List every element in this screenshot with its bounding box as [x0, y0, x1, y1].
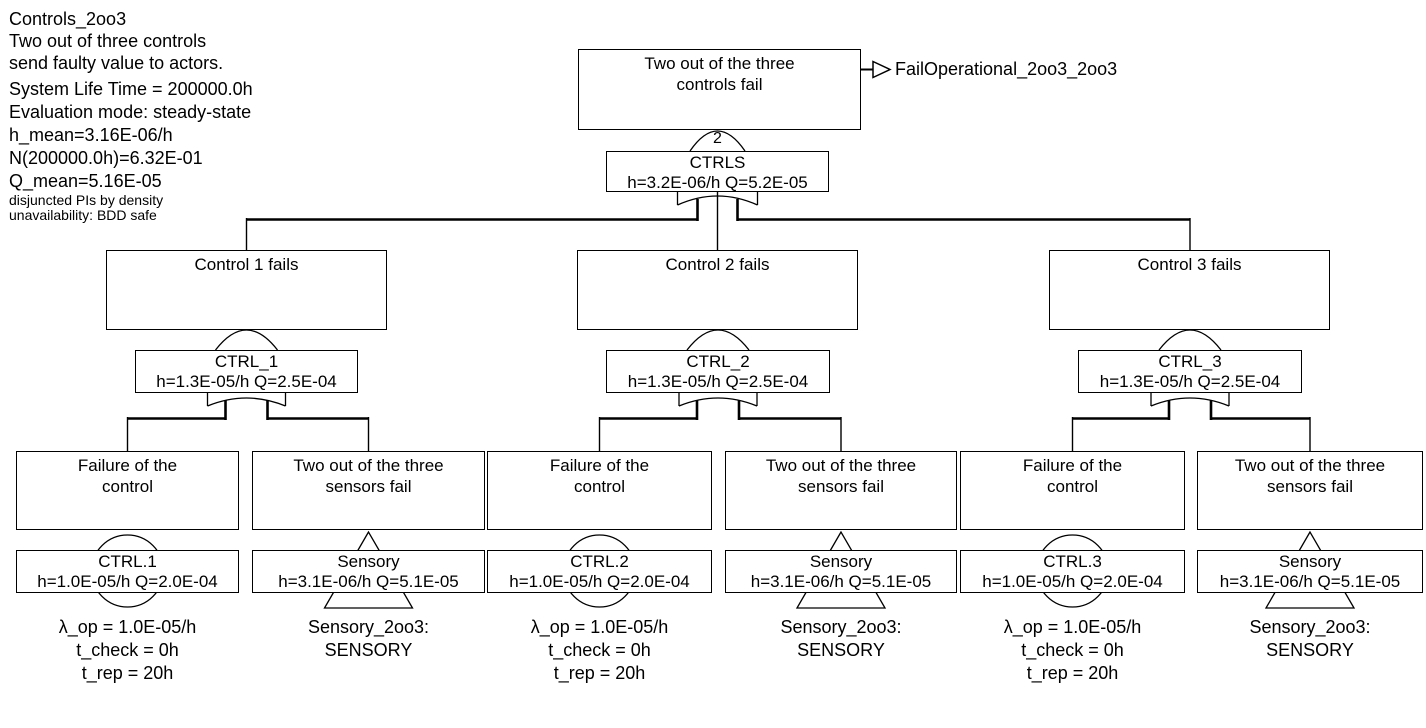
top-event-box[interactable]: Two out of the three controls fail [578, 49, 861, 130]
event-box-failure-of-control-2[interactable]: Failure of the control [487, 451, 712, 530]
or-gate-symbol-ctrl-2[interactable] [678, 329, 758, 420]
stat-line: Evaluation mode: steady-state [9, 102, 252, 122]
event-stats: h=3.1E-06/h Q=5.1E-05 [1219, 572, 1401, 591]
event-name: Sensory [809, 552, 873, 571]
voting-gate-k-value: 2 [713, 130, 722, 147]
basic-event-notes-ctrl-2: λ_op = 1.0E-05/h t_check = 0h t_rep = 20… [530, 617, 669, 683]
gate-label-box-ctrl-3[interactable]: CTRL_3 h=1.3E-05/h Q=2.5E-04 [1078, 350, 1302, 393]
transfer-label-sensory-2[interactable]: Sensory h=3.1E-06/h Q=5.1E-05 [725, 550, 957, 593]
or-gate-symbol-ctrl-1[interactable] [206, 329, 287, 420]
event-name: CTRL.2 [570, 552, 629, 571]
transfer-notes-sensory-1: Sensory_2oo3: SENSORY [307, 617, 430, 660]
branch-2-connector-lines [598, 417, 842, 451]
transfer-label-sensory-1[interactable]: Sensory h=3.1E-06/h Q=5.1E-05 [252, 550, 485, 593]
transfer-label-sensory-3[interactable]: Sensory h=3.1E-06/h Q=5.1E-05 [1197, 550, 1423, 593]
diagram-description-line: Two out of three controls [9, 31, 207, 51]
event-box-sensors-fail-1[interactable]: Two out of the three sensors fail [252, 451, 485, 530]
stat-line: h_mean=3.16E-06/h [9, 125, 173, 145]
gate-name: CTRL_2 [686, 352, 750, 371]
transfer-notes-sensory-3: Sensory_2oo3: SENSORY [1249, 617, 1371, 660]
or-gate-symbol-ctrl-3[interactable] [1150, 329, 1230, 420]
stat-line: Q_mean=5.16E-05 [9, 171, 162, 191]
event-box-sensors-fail-2[interactable]: Two out of the three sensors fail [725, 451, 957, 530]
stat-line: System Life Time = 200000.0h [9, 79, 253, 99]
basic-event-label-ctrl-1[interactable]: CTRL.1 h=1.0E-05/h Q=2.0E-04 [16, 550, 239, 593]
transfer-out-label: FailOperational_2oo3_2oo3 [895, 59, 1118, 79]
footnote-line: unavailability: BDD safe [9, 206, 157, 223]
stat-line: N(200000.0h)=6.32E-01 [9, 148, 203, 168]
event-box-control-2-fails[interactable]: Control 2 fails [577, 250, 858, 330]
root-connector-lines [245, 192, 1191, 250]
event-stats: h=3.1E-06/h Q=5.1E-05 [278, 572, 459, 591]
event-name: Sensory [337, 552, 400, 571]
gate-label-box-ctrl-1[interactable]: CTRL_1 h=1.3E-05/h Q=2.5E-04 [135, 350, 358, 393]
event-stats: h=1.0E-05/h Q=2.0E-04 [37, 572, 218, 591]
event-box-failure-of-control-3[interactable]: Failure of the control [960, 451, 1185, 530]
event-name: CTRL.3 [1043, 552, 1102, 571]
transfer-notes-sensory-2: Sensory_2oo3: SENSORY [780, 617, 902, 660]
gate-stats: h=1.3E-05/h Q=2.5E-04 [156, 372, 337, 391]
footnote-line: disjuncted PIs by density [9, 192, 164, 208]
event-box-control-3-fails[interactable]: Control 3 fails [1049, 250, 1330, 330]
event-name: Sensory [1278, 552, 1342, 571]
event-box-failure-of-control-1[interactable]: Failure of the control [16, 451, 239, 530]
basic-event-label-ctrl-2[interactable]: CTRL.2 h=1.0E-05/h Q=2.0E-04 [487, 550, 712, 593]
gate-label-box-ctrl-2[interactable]: CTRL_2 h=1.3E-05/h Q=2.5E-04 [606, 350, 830, 393]
gate-stats: h=3.2E-06/h Q=5.2E-05 [627, 173, 808, 192]
event-stats: h=1.0E-05/h Q=2.0E-04 [509, 572, 690, 591]
gate-name: CTRL_1 [214, 352, 279, 371]
gate-stats: h=1.3E-05/h Q=2.5E-04 [1099, 372, 1281, 391]
basic-event-notes-ctrl-1: λ_op = 1.0E-05/h t_check = 0h t_rep = 20… [58, 617, 197, 683]
basic-event-notes-ctrl-3: λ_op = 1.0E-05/h t_check = 0h t_rep = 20… [1003, 617, 1142, 683]
event-box-control-1-fails[interactable]: Control 1 fails [106, 250, 387, 330]
diagram-title: Controls_2oo3 [9, 9, 127, 29]
gate-name: CTRLS [689, 153, 746, 172]
gate-label-box-ctrls[interactable]: CTRLS h=3.2E-06/h Q=5.2E-05 [606, 151, 829, 192]
event-stats: h=1.0E-05/h Q=2.0E-04 [982, 572, 1163, 591]
diagram-description-line: send faulty value to actors. [9, 53, 224, 73]
event-name: CTRL.1 [98, 552, 157, 571]
branch-1-connector-lines [126, 417, 370, 451]
branch-3-connector-lines [1071, 417, 1311, 451]
gate-name: CTRL_3 [1158, 352, 1222, 371]
gate-stats: h=1.3E-05/h Q=2.5E-04 [627, 372, 809, 391]
transfer-out-triangle-icon[interactable] [872, 60, 892, 79]
event-stats: h=3.1E-06/h Q=5.1E-05 [750, 572, 932, 591]
diagram-header: Controls_2oo3 Two out of three controls … [9, 8, 253, 222]
event-box-sensors-fail-3[interactable]: Two out of the three sensors fail [1197, 451, 1423, 530]
basic-event-label-ctrl-3[interactable]: CTRL.3 h=1.0E-05/h Q=2.0E-04 [960, 550, 1185, 593]
